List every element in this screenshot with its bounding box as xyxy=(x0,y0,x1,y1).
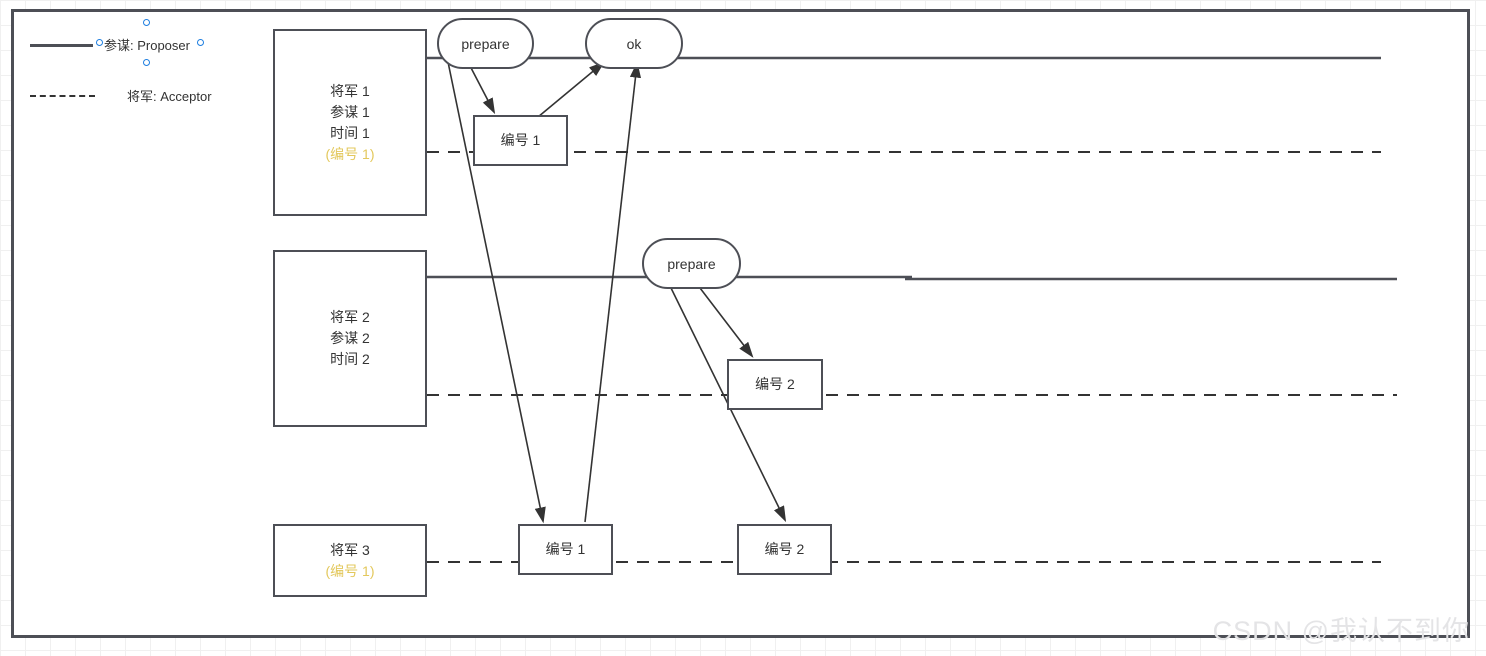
num2-bottom-box[interactable]: 编号 2 xyxy=(737,524,832,575)
legend-handle-left[interactable] xyxy=(96,39,103,46)
num1-top-box[interactable]: 编号 1 xyxy=(473,115,568,166)
legend-handle-top[interactable] xyxy=(143,19,150,26)
num1-bottom-label: 编号 1 xyxy=(545,541,586,557)
ok-node[interactable]: ok xyxy=(585,18,683,69)
general-3-line-1: 将军 3 xyxy=(330,541,370,558)
general-2-line-3: 时间 2 xyxy=(330,351,370,367)
general-1-line-3: 时间 1 xyxy=(330,124,370,141)
legend-proposer-label: 参谋: Proposer xyxy=(104,38,190,53)
general-1-line-1: 将军 1 xyxy=(330,82,370,99)
general-1-box[interactable]: 将军 1 参谋 1 时间 1 (编号 1) xyxy=(273,29,427,216)
general-1-highlight: (编号 1) xyxy=(325,145,375,162)
general-3-highlight: (编号 1) xyxy=(325,562,375,579)
legend-acceptor-label: 将军: Acceptor xyxy=(127,89,212,104)
general-1-line-2: 参谋 1 xyxy=(330,103,370,120)
legend-handle-right[interactable] xyxy=(197,39,204,46)
num2-bottom-label: 编号 2 xyxy=(764,541,805,557)
num1-top-label: 编号 1 xyxy=(500,132,541,148)
prepare-2-label: prepare xyxy=(667,255,716,272)
watermark: CSDN @我认不到你 xyxy=(1212,616,1470,646)
num2-mid-label: 编号 2 xyxy=(755,376,795,392)
general-2-line-2: 参谋 2 xyxy=(330,330,370,346)
legend-proposer-line xyxy=(30,44,93,47)
prepare-1-node[interactable]: prepare xyxy=(437,18,534,69)
prepare-1-label: prepare xyxy=(461,35,510,52)
prepare-2-node[interactable]: prepare xyxy=(642,238,741,289)
num2-mid-box[interactable]: 编号 2 xyxy=(727,359,823,410)
ok-label: ok xyxy=(626,35,642,52)
legend-acceptor-line xyxy=(30,95,95,97)
num1-bottom-box[interactable]: 编号 1 xyxy=(518,524,613,575)
general-2-line-1: 将军 2 xyxy=(330,309,370,325)
general-2-box[interactable]: 将军 2 参谋 2 时间 2 xyxy=(273,250,427,427)
general-3-box[interactable]: 将军 3 (编号 1) xyxy=(273,524,427,597)
legend-handle-bottom[interactable] xyxy=(143,59,150,66)
